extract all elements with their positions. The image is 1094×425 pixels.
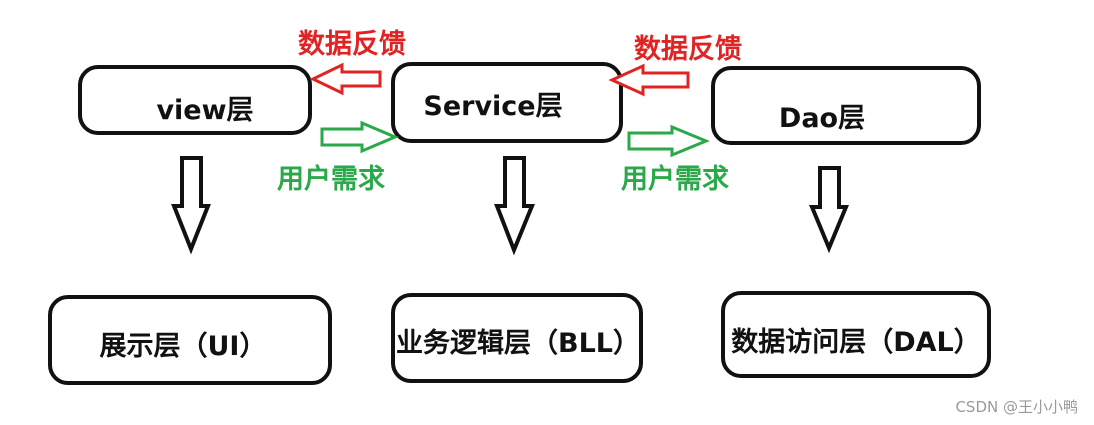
ui-tier-box: 展示层（UI）	[48, 295, 332, 385]
feedback-arrow-left-icon	[309, 62, 382, 96]
service-layer-label: Service层	[423, 91, 562, 122]
request-arrow-left-icon	[320, 120, 399, 154]
feedback-arrow-right-icon	[608, 63, 690, 97]
feedback-label-right: 数据反馈	[634, 34, 742, 65]
view-layer-box: view层	[78, 65, 312, 135]
service-layer-box: Service层	[391, 62, 623, 143]
view-layer-label: view层	[156, 95, 253, 126]
down-arrow-bll-icon	[494, 156, 535, 256]
dal-tier-label: 数据访问层（DAL）	[731, 327, 981, 358]
down-arrow-dal-icon	[809, 166, 849, 254]
down-arrow-ui-icon	[171, 156, 211, 255]
bll-tier-label: 业务逻辑层（BLL）	[396, 328, 640, 359]
request-label-right: 用户需求	[621, 163, 729, 195]
dal-tier-box: 数据访问层（DAL）	[721, 291, 991, 378]
bll-tier-box: 业务逻辑层（BLL）	[391, 293, 643, 383]
watermark: CSDN @王小小鸭	[955, 398, 1078, 416]
dao-layer-label: Dao层	[779, 103, 865, 134]
ui-tier-label: 展示层（UI）	[100, 331, 267, 362]
feedback-label-left: 数据反馈	[298, 29, 406, 60]
dao-layer-box: Dao层	[711, 66, 981, 145]
request-arrow-right-icon	[627, 124, 710, 158]
request-label-left: 用户需求	[277, 163, 385, 195]
